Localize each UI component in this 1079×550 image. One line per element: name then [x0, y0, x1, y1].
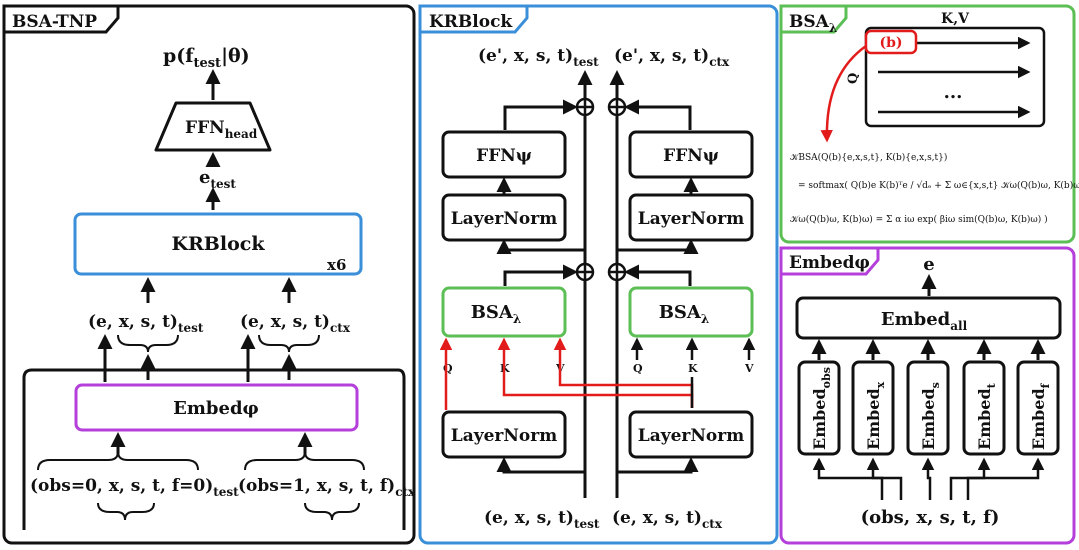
q-right: Q: [633, 362, 643, 375]
panel-title-embed: Embedφ: [789, 253, 870, 273]
embed-sub-block: [1016, 360, 1060, 456]
embed-sub-label: Embeds: [919, 382, 942, 450]
embed-input-arrow: [812, 457, 884, 500]
embed-sub-blocks: Embedobs Embedx Embeds Embedt Embedf: [797, 339, 1060, 500]
out-ctx-label: (e', x, s, t)ctx: [614, 46, 730, 69]
q-axis-label: Q: [846, 73, 861, 84]
block-b-label: (b): [879, 35, 902, 51]
layernorm-right-top-label: LayerNorm: [638, 209, 744, 229]
embed-output-e: e: [923, 254, 934, 275]
input-ctx-label: (obs=1, x, s, t, f)ctx: [238, 476, 416, 499]
embed-input-arrow: [966, 457, 1045, 500]
embed-sub-label: Embedt: [975, 382, 998, 450]
embed-sub-label: Embedobs: [810, 367, 833, 450]
embed-label: Embedφ: [173, 398, 259, 419]
k-right: K: [688, 362, 698, 375]
krblock-box: [73, 212, 363, 276]
ffn-head-block: [154, 101, 272, 152]
panel-embed: Embedφ e Embedall EmbedobsEmbedxEmbedsEm…: [779, 246, 1076, 545]
panel-bsa-tnp: BSA-TNP p(ftest|θ) FFNhead etest KRBlock…: [2, 4, 416, 545]
bsa-right-label: BSAλ: [659, 302, 710, 326]
in-ctx-label: (e, x, s, t)ctx: [612, 508, 723, 531]
embed-sub-block: [851, 360, 895, 456]
embed-input-arrow: [921, 457, 935, 500]
panel-title-bsa: BSAλ: [789, 12, 837, 35]
bsa-left-block: [441, 286, 567, 338]
embed-sub-block: [962, 360, 1006, 456]
embed-input-arrow: [866, 457, 903, 500]
embed-all-block: [795, 296, 1062, 340]
equation-1: 𝒦BSA(Q(b){e,x,s,t}, K(b){e,x,s,t}): [790, 152, 947, 163]
panel-title-bsa-tnp: BSA-TNP: [12, 12, 97, 32]
panel-krblock: KRBlock (e', x, s, t)test (e', x, s, t)c…: [418, 4, 779, 545]
layernorm-right-bottom-label: LayerNorm: [638, 426, 744, 446]
ffn-right-label: FFNψ: [663, 146, 719, 166]
equation-2: = softmax( Q(b)e K(b)ᵀe / √dₑ + Σ ω∈{x,s…: [798, 180, 1079, 191]
out-test-label: (e', x, s, t)test: [478, 46, 599, 69]
layernorm-left-bottom-label: LayerNorm: [451, 426, 557, 446]
panel-title-krblock: KRBlock: [429, 12, 513, 32]
ffn-left-label: FFNψ: [476, 146, 532, 166]
e-test-label: etest: [199, 167, 236, 191]
embed-box: [74, 383, 359, 432]
tuple-test-label: (e, x, s, t)test: [88, 312, 204, 335]
ffn-head-label: FFNhead: [185, 118, 258, 141]
panel-bsa: BSAλ K,V Q ... (b) 𝒦BSA(Q(b){e,x,s,t}, K…: [779, 4, 1079, 244]
output-label: p(ftest|θ): [163, 45, 250, 71]
embed-sub-block: [906, 360, 950, 456]
block-b-badge: [864, 29, 918, 55]
embed-input-label: (obs, x, s, t, f): [861, 507, 1000, 528]
repeat-label: x6: [327, 256, 346, 274]
embed-sub-label: Embedx: [864, 381, 887, 450]
tuple-ctx-label: (e, x, s, t)ctx: [240, 312, 351, 335]
kv-label: K,V: [941, 11, 970, 27]
bsa-right-block: [628, 286, 754, 338]
in-test-label: (e, x, s, t)test: [484, 508, 600, 531]
embed-all-label: Embedall: [881, 309, 968, 333]
embed-sub-label: Embedf: [1029, 382, 1052, 450]
q-left: Q: [443, 362, 453, 375]
ellipsis: ...: [944, 82, 963, 103]
layernorm-left-top-label: LayerNorm: [451, 209, 557, 229]
krblock-label: KRBlock: [172, 233, 266, 255]
embed-sub-block: [797, 360, 841, 456]
v-right: V: [744, 362, 754, 375]
input-test-label: (obs=0, x, s, t, f=0)test: [30, 476, 239, 499]
equation-3: 𝒦ω(Q(b)ω, K(b)ω) = Σ α iω exp( βiω sim(Q…: [790, 214, 1048, 225]
bsa-left-label: BSAλ: [471, 302, 522, 326]
